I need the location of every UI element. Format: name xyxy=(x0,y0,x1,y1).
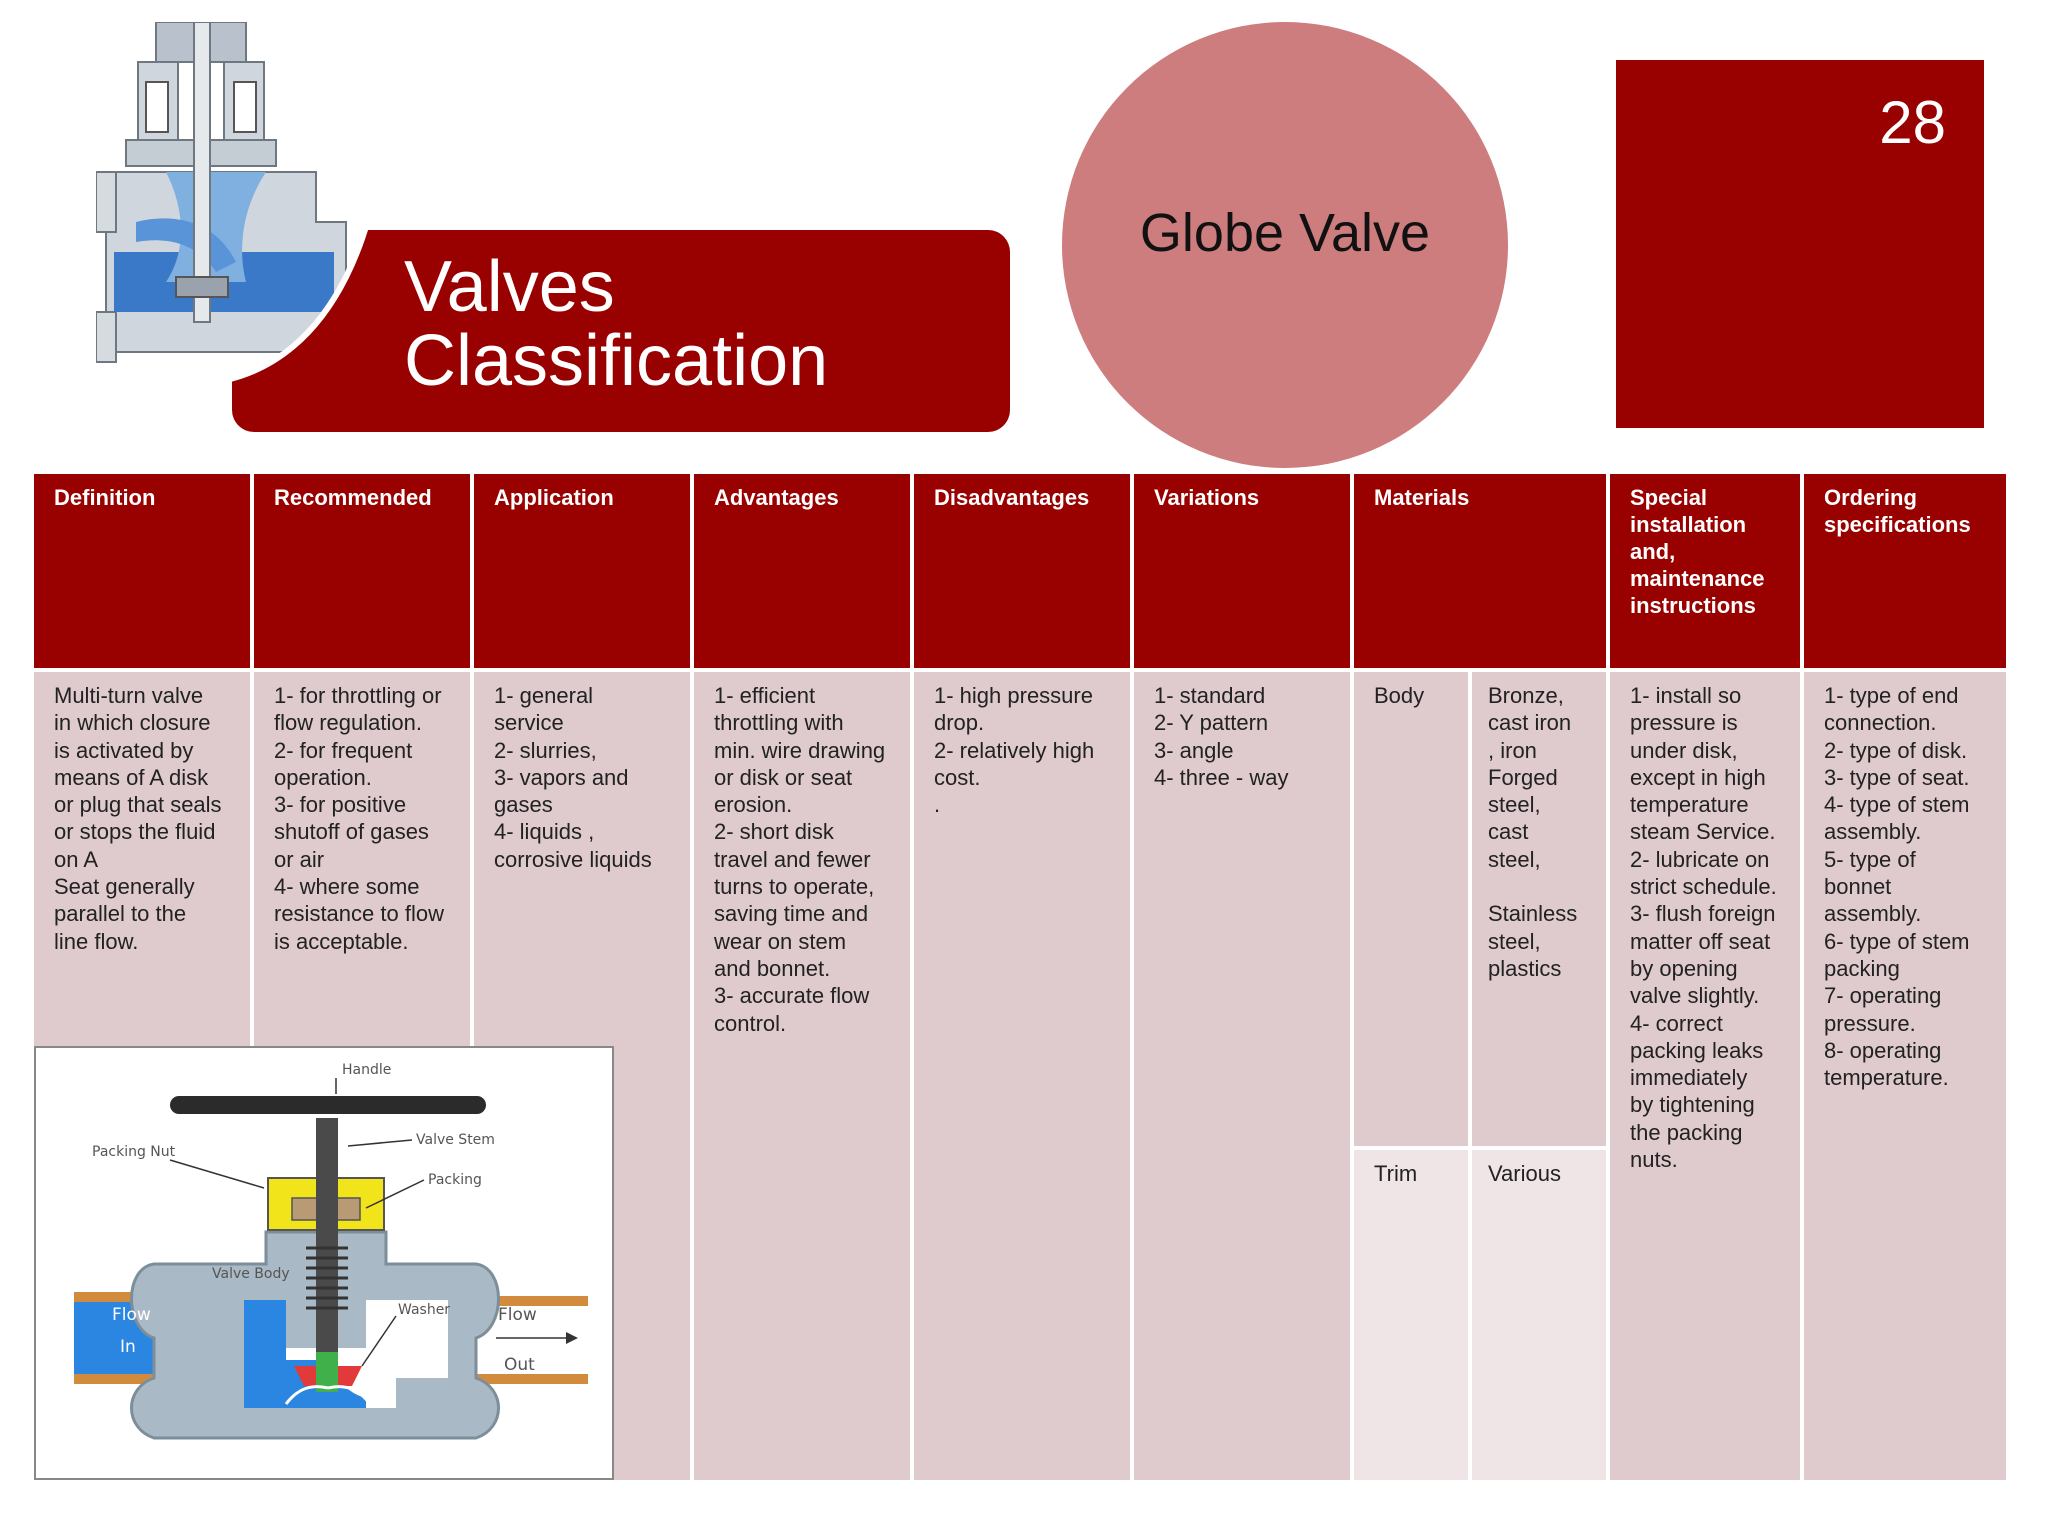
header-disadvantages: Disadvantages xyxy=(914,474,1130,668)
label-in: In xyxy=(120,1337,136,1357)
cell-disadvantages: 1- high pressure drop. 2- relatively hig… xyxy=(914,672,1130,1480)
header-advantages: Advantages xyxy=(694,474,910,668)
cell-materials-trim-label: Trim xyxy=(1354,1150,1468,1480)
label-valve-stem: Valve Stem xyxy=(416,1132,495,1148)
label-packing-nut: Packing Nut xyxy=(92,1144,176,1160)
label-handle: Handle xyxy=(342,1062,391,1078)
label-packing: Packing xyxy=(428,1172,482,1188)
cell-materials-body-value: Bronze, cast iron , iron Forged steel, c… xyxy=(1472,672,1606,1146)
label-valve-body: Valve Body xyxy=(212,1266,290,1282)
topic-title: Globe Valve xyxy=(1139,203,1431,263)
cell-advantages: 1- efficient throttling with min. wire d… xyxy=(694,672,910,1480)
page-number-box: 28 xyxy=(1616,60,1984,428)
label-washer: Washer xyxy=(398,1302,450,1318)
topic-circle: Globe Valve xyxy=(1062,22,1508,468)
title-banner xyxy=(232,230,1010,432)
globe-valve-diagram-svg: Handle Valve Stem Packing Nut Packing Va… xyxy=(74,1062,588,1440)
cell-variations: 1- standard 2- Y pattern 3- angle 4- thr… xyxy=(1134,672,1350,1480)
cell-ordering-specifications: 1- type of end connection. 2- type of di… xyxy=(1804,672,2006,1480)
header-special-instructions: Special installation and, maintenance in… xyxy=(1610,474,1800,668)
globe-valve-diagram: Handle Valve Stem Packing Nut Packing Va… xyxy=(34,1046,614,1480)
header-recommended: Recommended xyxy=(254,474,470,668)
slide-title: Valves Classification xyxy=(404,247,829,401)
header-ordering-specifications: Ordering specifications xyxy=(1804,474,2006,668)
header-materials: Materials xyxy=(1354,474,1606,668)
page-number: 28 xyxy=(1879,89,1946,156)
header-variations: Variations xyxy=(1134,474,1350,668)
cell-materials-body-label: Body xyxy=(1354,672,1468,1146)
label-flow-in: Flow xyxy=(112,1305,151,1325)
header-definition: Definition xyxy=(34,474,250,668)
label-flow-out: Flow xyxy=(498,1305,537,1325)
label-out: Out xyxy=(504,1355,535,1375)
valve-cutaway-illustration xyxy=(96,22,386,382)
cell-materials-trim-value: Various xyxy=(1472,1150,1606,1480)
cell-special-instructions: 1- install so pressure is under disk, ex… xyxy=(1610,672,1800,1480)
header-application: Application xyxy=(474,474,690,668)
